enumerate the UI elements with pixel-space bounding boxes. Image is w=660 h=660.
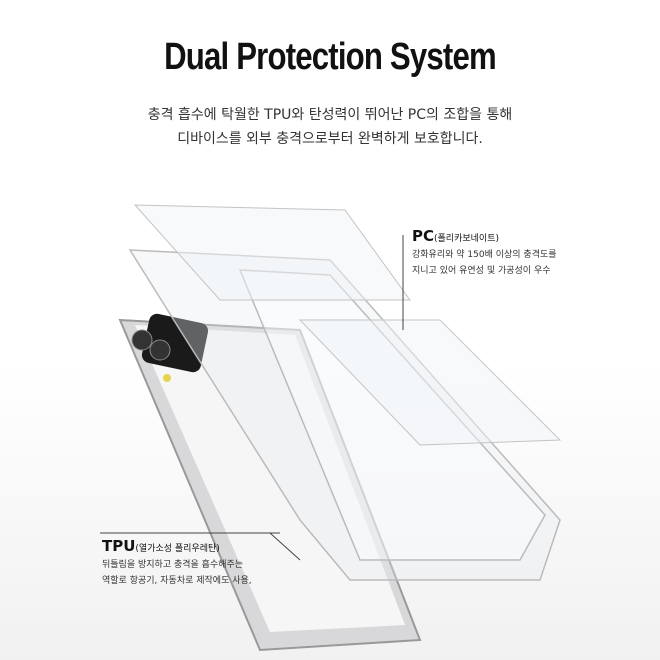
tpu-material: (열가소성 폴리우레탄) bbox=[135, 544, 220, 554]
tpu-callout: TPU(열가소성 폴리우레탄) 뒤틀림을 방지하고 충격을 흡수해주는 역할로 … bbox=[102, 538, 252, 589]
callout-lines bbox=[100, 235, 404, 561]
tpu-name: TPU bbox=[102, 537, 136, 555]
pc-desc-line: 강화유리와 약 150배 이상의 충격도를 bbox=[412, 250, 557, 260]
pc-callout: PC(폴리카보네이트) 강화유리와 약 150배 이상의 충격도를 지니고 있어… bbox=[412, 228, 557, 279]
pc-plates bbox=[133, 204, 562, 446]
phone bbox=[118, 313, 422, 652]
pc-desc-line: 지니고 있어 유연성 및 가공성이 우수 bbox=[412, 266, 551, 276]
pc-name: PC bbox=[412, 227, 435, 245]
pc-material: (폴리카보네이트) bbox=[434, 234, 499, 244]
subtitle-line: 충격 흡수에 탁월한 TPU와 탄성력이 뛰어난 PC의 조합을 통해 bbox=[147, 107, 513, 123]
tpu-desc-line: 뒤틀림을 방지하고 충격을 흡수해주는 bbox=[102, 560, 244, 570]
tpu-desc-line: 역할로 항공기, 자동차로 제작에도 사용, bbox=[102, 576, 252, 586]
subtitle-line: 디바이스를 외부 충격으로부터 완벽하게 보호합니다. bbox=[177, 131, 483, 147]
page-title: Dual Protection System bbox=[164, 36, 497, 78]
